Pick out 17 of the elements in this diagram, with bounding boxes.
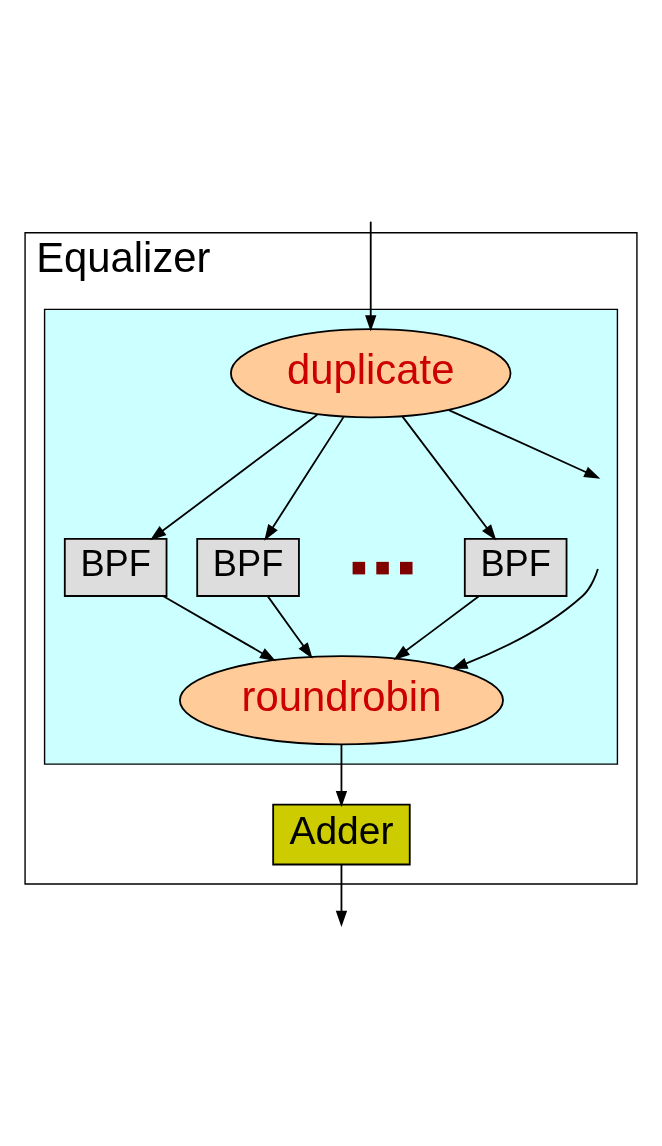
node-box: BPF bbox=[196, 537, 300, 597]
arrow bbox=[335, 864, 348, 928]
arrow bbox=[448, 409, 601, 479]
node-ellipse: duplicate bbox=[230, 328, 512, 419]
arrow bbox=[150, 413, 319, 541]
node-box: Adder bbox=[272, 803, 411, 866]
arrow bbox=[451, 568, 599, 670]
node-box: BPF bbox=[63, 537, 168, 597]
node-box: BPF bbox=[463, 537, 568, 597]
arrow bbox=[365, 220, 377, 332]
arrow bbox=[266, 595, 313, 659]
arrow bbox=[264, 416, 345, 541]
arrow bbox=[401, 415, 497, 541]
cluster bbox=[43, 308, 619, 765]
arrow bbox=[393, 595, 481, 660]
arrow bbox=[162, 595, 276, 662]
arrow bbox=[335, 743, 348, 808]
